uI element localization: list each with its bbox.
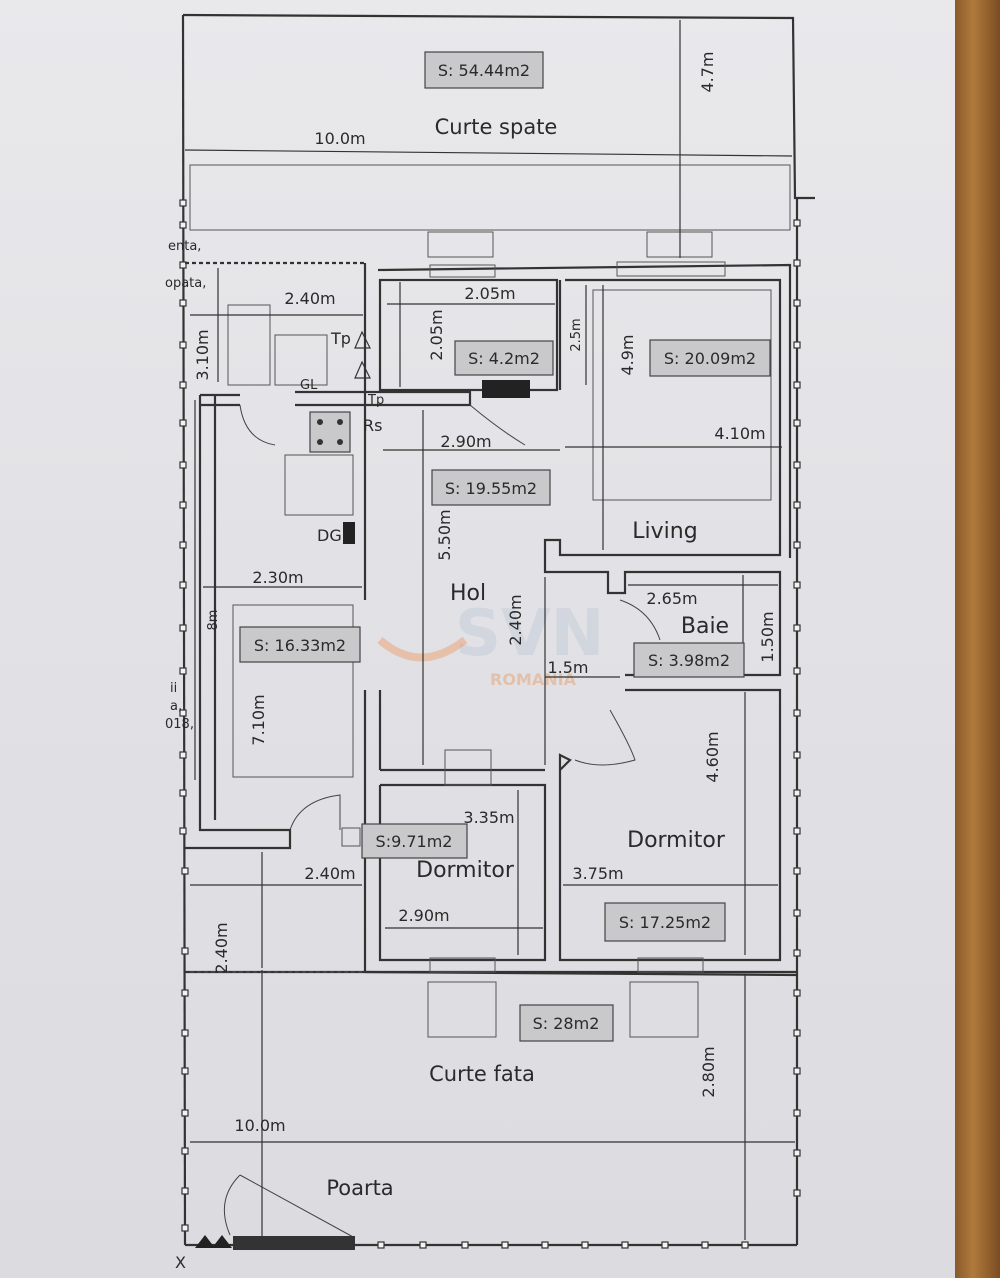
- dim-front-depth: 2.80m: [699, 1046, 718, 1097]
- watermark: SVN ROMANIA: [377, 597, 604, 689]
- area-box-front-yard[interactable]: [519, 1004, 614, 1042]
- dim-entry-h: 2.40m: [212, 922, 231, 973]
- dim-bath-top-side: 2.5m: [569, 318, 584, 351]
- living-inner-outline: [592, 289, 772, 501]
- area-labels[interactable]: S: 54.44m2 S: 4.2m2 S: 20.09m2 S: 19.55m…: [239, 51, 771, 1042]
- chimney-box: [444, 749, 492, 786]
- area-back-yard: S: 54.44m2: [438, 61, 530, 80]
- room-bedroom-small: Dormitor: [416, 858, 515, 883]
- dim-bath-top-w: 2.05m: [464, 284, 515, 303]
- doors: [195, 404, 661, 1250]
- dim-back-width: 10.0m: [314, 129, 365, 148]
- watermark-swoosh-icon: [377, 636, 468, 662]
- area-living: S: 20.09m2: [664, 349, 756, 368]
- room-back-yard: Curte spate: [435, 115, 558, 139]
- symbol-dg: DG: [317, 526, 342, 545]
- symbols: Tp Tp Rs DG GL: [300, 329, 384, 545]
- back-yard-outline: [182, 13, 815, 200]
- dim-living-w: 4.10m: [714, 424, 765, 443]
- dim-hall-w: 2.90m: [440, 432, 491, 451]
- dim-back-depth: 4.7m: [698, 51, 717, 92]
- area-left-room: S: 16.33m2: [254, 636, 346, 655]
- fence-posts: [179, 199, 801, 1249]
- area-box-living[interactable]: [649, 339, 771, 377]
- dim-left-w: 2.30m: [252, 568, 303, 587]
- terrace-item-2: [274, 334, 328, 386]
- dim-left-h: 7.10m: [249, 694, 268, 745]
- area-box-left-room[interactable]: [239, 626, 361, 663]
- margin-note-4: a,: [170, 699, 182, 714]
- dim-terrace-depth: 3.10m: [193, 329, 212, 380]
- area-bedroom-small: S:9.71m2: [376, 832, 453, 851]
- area-bath-top: S: 4.2m2: [468, 349, 540, 368]
- bed-outline-left: [232, 604, 354, 778]
- dim-living-h: 4.9m: [618, 334, 637, 375]
- dim-front-width: 10.0m: [234, 1116, 285, 1135]
- back-terrace-strip: [189, 164, 791, 231]
- dimension-lines: [184, 20, 795, 1240]
- room-bedroom-large: Dormitor: [627, 828, 726, 853]
- dim-bath-top-h: 2.05m: [427, 309, 446, 360]
- dg-box: [343, 522, 355, 544]
- margin-note-5: 018,: [165, 717, 194, 732]
- dim-entry-w: 2.40m: [304, 864, 355, 883]
- dimension-texts: 10.0m 4.7m 2.40m 3.10m 2.05m 2.05m 2.5m …: [193, 51, 777, 1135]
- symbol-tp: Tp: [330, 329, 351, 348]
- small-pillar: [341, 827, 361, 847]
- margin-note-6: X: [175, 1253, 186, 1272]
- symbol-tp2: Tp: [367, 393, 384, 408]
- dim-hall-mid-h: 2.40m: [506, 594, 525, 645]
- area-bathroom: S: 3.98m2: [648, 651, 730, 670]
- kitchen-table: [284, 454, 354, 516]
- black-wall-block: [482, 380, 530, 398]
- symbol-rs: Rs: [363, 416, 382, 435]
- dim-terrace-width: 2.40m: [284, 289, 335, 308]
- dim-bath-h: 1.50m: [758, 611, 777, 662]
- dim-bed-small-h: 3.35m: [463, 808, 514, 827]
- area-box-bath-top[interactable]: [454, 340, 554, 376]
- area-box-bedroom-small[interactable]: [361, 823, 468, 859]
- margin-notes: enta, opata, ii a, 018, X: [165, 239, 206, 1272]
- area-bedroom-large: S: 17.25m2: [619, 913, 711, 932]
- room-names: Curte spate Living Hol Baie Dormitor Dor…: [326, 115, 729, 1200]
- dim-bed-large-h: 4.60m: [703, 731, 722, 782]
- room-living: Living: [632, 519, 697, 544]
- margin-note-3: ii: [170, 681, 177, 696]
- watermark-text: SVN: [455, 597, 604, 671]
- terrace-item-1: [227, 304, 271, 386]
- dim-bed-large-w: 3.75m: [572, 864, 623, 883]
- area-box-bathroom[interactable]: [633, 642, 745, 678]
- dim-hall-h: 5.50m: [435, 509, 454, 560]
- wooden-table-edge: [955, 0, 1000, 1278]
- watermark-subtext: ROMANIA: [490, 670, 577, 689]
- room-front-yard: Curte fata: [429, 1062, 535, 1086]
- area-front-yard: S: 28m2: [533, 1014, 600, 1033]
- symbol-gl: GL: [300, 378, 318, 393]
- room-bathroom: Baie: [681, 614, 729, 639]
- margin-note-1: enta,: [168, 239, 201, 254]
- tp2-triangle-icon: [354, 360, 371, 379]
- dim-bath-w: 2.65m: [646, 589, 697, 608]
- area-box-bedroom-large[interactable]: [604, 902, 726, 942]
- area-box-hall[interactable]: [431, 469, 551, 506]
- room-hall: Hol: [450, 581, 486, 606]
- top-bathroom-walls: [378, 278, 559, 392]
- gate-leaf: [233, 1236, 355, 1250]
- dim-hall-mid-w: 1.5m: [547, 658, 588, 677]
- stove-icon: [309, 411, 351, 453]
- area-box-back-yard[interactable]: [424, 51, 544, 89]
- margin-note-2: opata,: [165, 276, 206, 291]
- room-gate: Poarta: [326, 1176, 393, 1200]
- dim-left-h-outer: 8m: [206, 610, 221, 631]
- paper-sheet: [0, 0, 965, 1278]
- area-hall: S: 19.55m2: [445, 479, 537, 498]
- dim-bed-small-w: 2.90m: [398, 906, 449, 925]
- tp-triangle-icon: [354, 330, 371, 349]
